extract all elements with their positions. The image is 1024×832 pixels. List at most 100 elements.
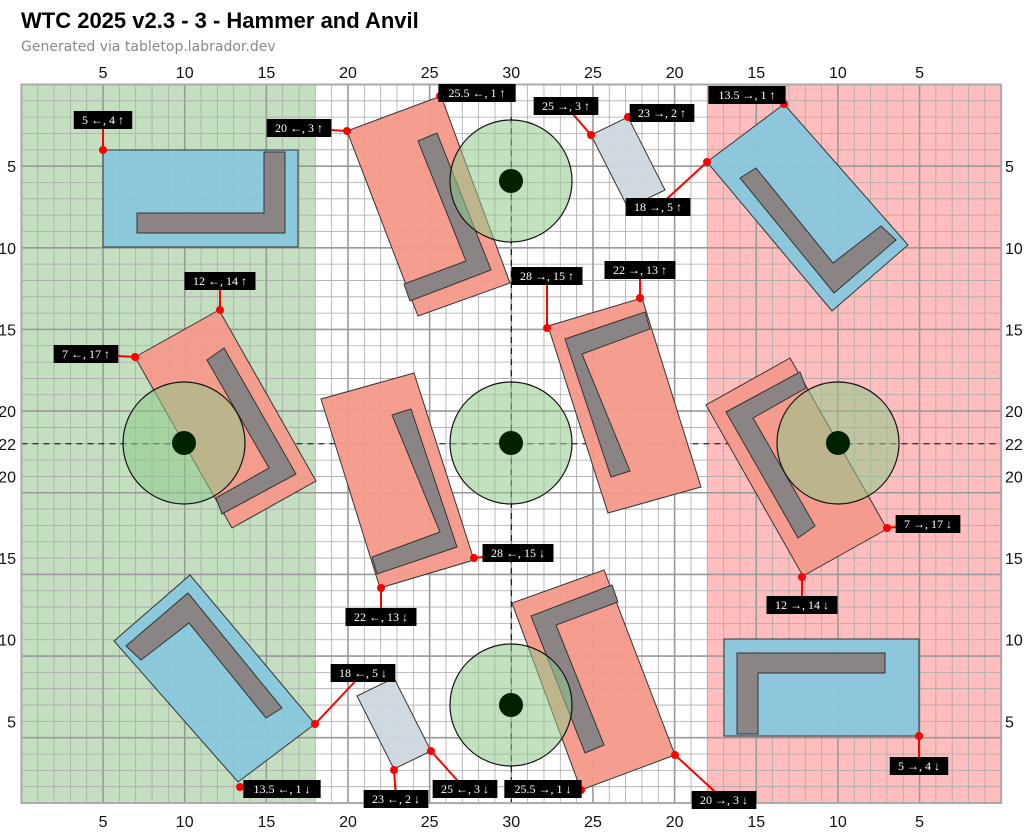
axis-top-tick: 5: [915, 65, 924, 82]
axis-top-tick: 20: [666, 65, 684, 82]
axis-right-tick: 5: [1005, 159, 1014, 176]
measurement-label: 18 →, 5 ↑: [625, 198, 691, 216]
measurement-label: 23 ←, 2 ↓: [363, 790, 429, 808]
axis-top-tick: 10: [176, 65, 194, 82]
measurement-label: 20 →, 3 ↓: [691, 791, 757, 809]
label-text: 12 ←, 14 ↑: [193, 274, 247, 288]
label-text: 22 ←, 13 ↓: [354, 610, 408, 624]
objective-marker: [499, 169, 523, 193]
axis-bottom-tick: 15: [257, 814, 275, 831]
axis-top-tick: 25: [584, 65, 602, 82]
measurement-point: [343, 127, 351, 135]
measurement-label: 7 ←, 17 ↑: [53, 345, 119, 363]
label-text: 25.5 ←, 1 ↑: [449, 86, 506, 100]
label-text: 5 →, 4 ↓: [898, 759, 940, 773]
label-text: 18 →, 5 ↑: [634, 200, 682, 214]
measurement-label: 25 →, 3 ↑: [533, 97, 599, 115]
wall-terrain: [725, 371, 816, 539]
wall-terrain: [530, 584, 619, 754]
wall-terrain: [206, 347, 297, 515]
label-background: [604, 261, 676, 279]
label-text: 20 ←, 3 ↑: [275, 121, 323, 135]
measurement-point: [216, 306, 224, 314]
measurement-point: [671, 751, 679, 759]
axis-bottom-tick: 5: [99, 814, 108, 831]
label-text: 28 ←, 15 ↓: [491, 546, 545, 560]
measurement-label: 28 →, 15 ↑: [511, 267, 583, 285]
measurement-label: 25 ←, 3 ↓: [432, 780, 498, 798]
objective-marker: [826, 431, 850, 455]
axis-left-tick: 5: [7, 714, 16, 731]
container-terrain: [356, 677, 432, 770]
measurement-label: 5 →, 4 ↓: [889, 757, 949, 775]
axis-left-tick: 10: [0, 241, 16, 258]
measurement-point: [883, 524, 891, 532]
axis-bottom-tick: 20: [666, 814, 684, 831]
axis-right-tick: 5: [1005, 714, 1014, 731]
wall-terrain: [136, 151, 286, 234]
axis-bottom-tick: 25: [584, 814, 602, 831]
wall-terrain: [125, 592, 283, 719]
axis-right-tick: 15: [1005, 322, 1023, 339]
measurement-point: [798, 573, 806, 581]
measurement-label: 13.5 ←, 1 ↓: [243, 780, 321, 798]
label-background: [504, 780, 582, 798]
objective-marker: [499, 431, 523, 455]
label-text: 13.5 ←, 1 ↓: [254, 782, 311, 796]
axis-top-tick: 15: [747, 65, 765, 82]
measurement-point: [427, 747, 435, 755]
label-text: 7 →, 17 ↓: [904, 517, 952, 531]
label-background: [533, 97, 599, 115]
axis-top-tick: 10: [829, 65, 847, 82]
axis-right-tick: 20: [1005, 404, 1023, 421]
measurement-label: 23 →, 2 ↑: [629, 104, 695, 122]
measurement-point: [390, 766, 398, 774]
label-text: 28 →, 15 ↑: [520, 269, 574, 283]
axis-bottom-tick: 20: [339, 814, 357, 831]
axis-top-tick: 30: [502, 65, 520, 82]
axis-left-tick: 15: [0, 551, 16, 568]
label-text: 18 ←, 5 ↓: [339, 666, 387, 680]
measurement-point: [311, 720, 319, 728]
label-text: 12 →, 14 ↓: [775, 598, 829, 612]
measurement-label: 13.5 →, 1 ↑: [708, 86, 786, 104]
label-text: 23 ←, 2 ↓: [372, 792, 420, 806]
measurement-point: [636, 294, 644, 302]
axis-right-tick: 20: [1005, 469, 1023, 486]
measurement-label: 22 ←, 13 ↓: [345, 608, 417, 626]
wall-terrain: [736, 652, 886, 735]
measurement-label: 18 ←, 5 ↓: [330, 664, 396, 682]
label-background: [73, 111, 133, 129]
label-text: 20 →, 3 ↓: [700, 793, 748, 807]
wall-terrain: [739, 167, 897, 294]
axis-left-tick: 20: [0, 404, 16, 421]
measurement-label: 20 ←, 3 ↑: [266, 119, 332, 137]
measurement-label: 25.5 ←, 1 ↑: [438, 84, 516, 102]
label-text: 25 ←, 3 ↓: [441, 782, 489, 796]
axis-top-tick: 15: [257, 65, 275, 82]
objective-marker: [172, 431, 196, 455]
label-background: [432, 780, 498, 798]
axis-left-tick: 15: [0, 322, 16, 339]
axis-left-tick: 5: [7, 159, 16, 176]
axis-top-tick: 20: [339, 65, 357, 82]
axis-right-tick: 22: [1005, 437, 1023, 454]
label-text: 25.5 →, 1 ↓: [515, 782, 572, 796]
axis-bottom-tick: 25: [421, 814, 439, 831]
axis-top-tick: 25: [421, 65, 439, 82]
label-background: [363, 790, 429, 808]
label-background: [345, 608, 417, 626]
measurement-label: 5 ←, 4 ↑: [73, 111, 133, 129]
axis-bottom-tick: 10: [176, 814, 194, 831]
axis-right-tick: 10: [1005, 633, 1023, 650]
label-background: [438, 84, 516, 102]
wall-terrain: [371, 408, 458, 575]
label-background: [625, 198, 691, 216]
label-text: 23 →, 2 ↑: [638, 106, 686, 120]
measurement-point: [236, 783, 244, 791]
label-background: [330, 664, 396, 682]
label-text: 7 ←, 17 ↑: [62, 347, 110, 361]
label-background: [511, 267, 583, 285]
label-background: [766, 596, 838, 614]
axis-right-tick: 10: [1005, 241, 1023, 258]
